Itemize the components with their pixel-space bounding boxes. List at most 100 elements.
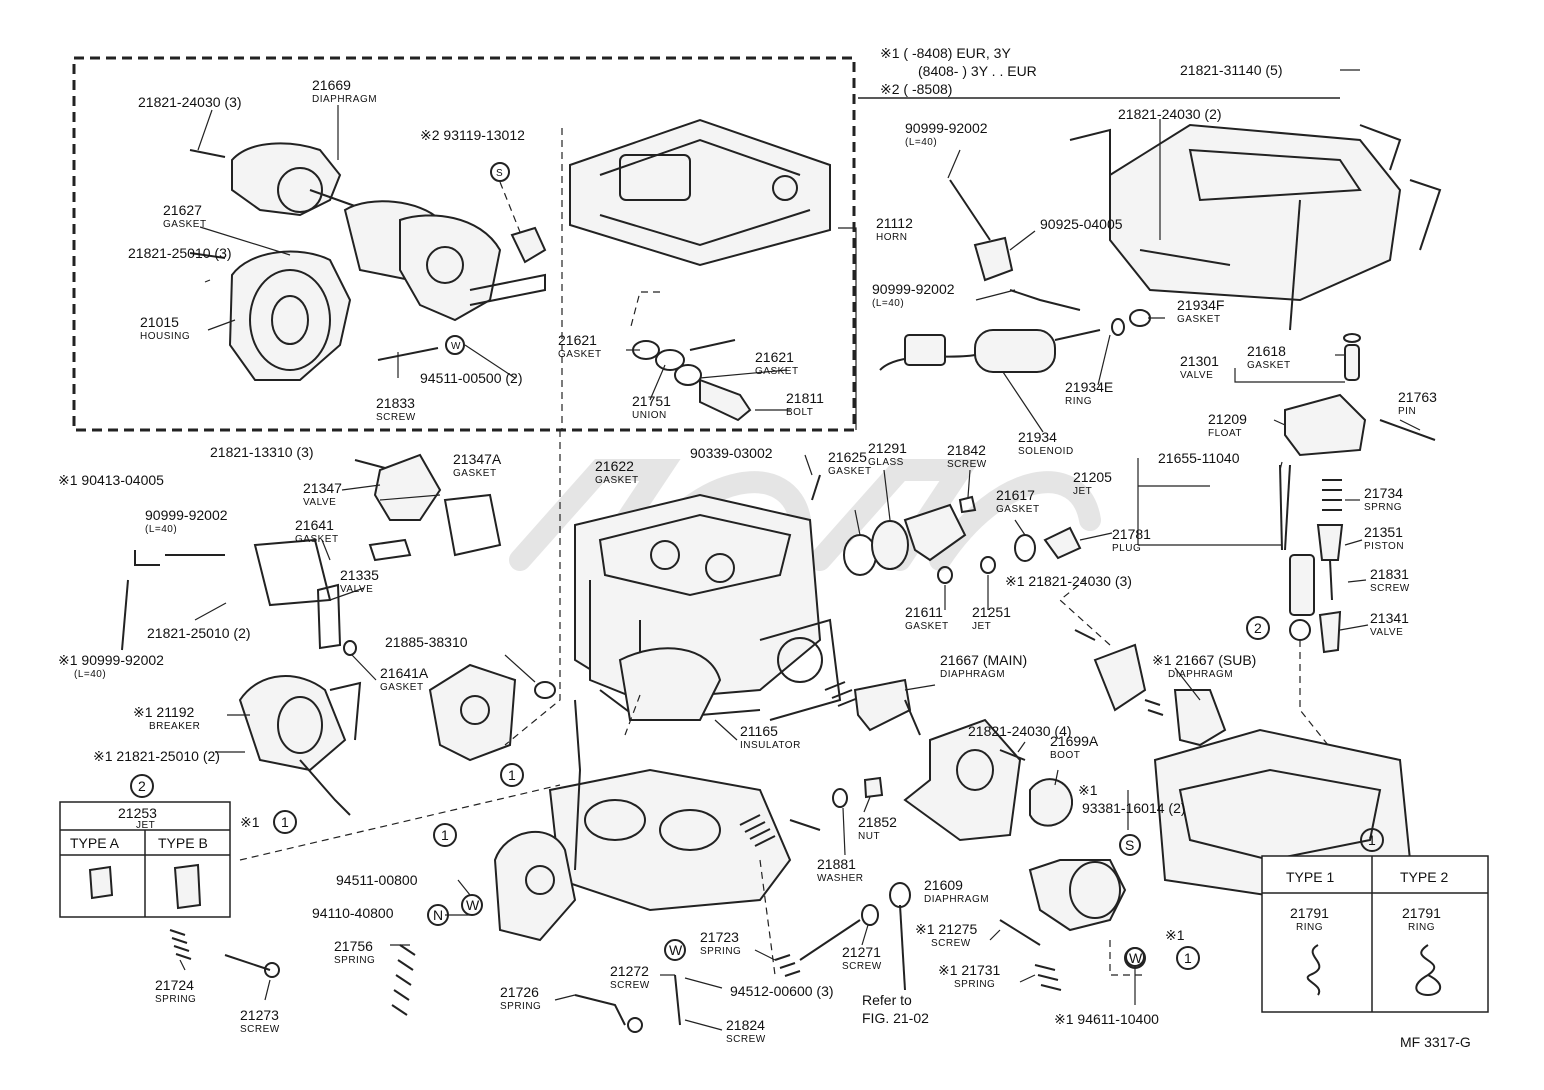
part-number: 21351: [1364, 524, 1403, 540]
part-number: 21821-25010 (3): [128, 245, 232, 261]
part-number: 21251: [972, 604, 1011, 620]
part-number: 21112: [876, 215, 913, 231]
part-number: 21831: [1370, 566, 1409, 582]
part-number: 93381-16014 (2): [1082, 800, 1186, 816]
part-name: BOLT: [786, 407, 813, 418]
part-name: SCREW: [240, 1024, 280, 1035]
part-number: ※1 21821-24030 (3): [1005, 573, 1132, 589]
assembly-frame: [72, 56, 856, 432]
dashed-guide: [759, 859, 776, 976]
part-number: 21821-25010 (2): [147, 625, 251, 641]
part-name: SPRING: [500, 1001, 541, 1012]
part-number: 90925-04005: [1040, 216, 1123, 232]
part-number: 21833: [376, 395, 415, 411]
part-name: SCREW: [726, 1034, 766, 1045]
part-name: GASKET: [905, 621, 949, 632]
part-name: GASKET: [453, 468, 497, 479]
part-name: GASKET: [595, 475, 639, 486]
part-number: 21852: [858, 814, 897, 830]
solenoid-group-drawing: [879, 179, 1151, 373]
part-label: 21821-25010 (3): [128, 245, 232, 261]
jet-type-table: 2 21253 JET TYPE A TYPE B: [59, 774, 231, 918]
part-name: SCREW: [931, 938, 971, 949]
part-number: ※1 94611-10400: [1054, 1011, 1159, 1027]
part-number: 21621: [755, 349, 794, 365]
part-number: 21723: [700, 929, 739, 945]
breaker-drawing: [238, 675, 362, 816]
part-name: NUT: [858, 831, 880, 842]
star-note-mark: ※1: [240, 814, 260, 830]
left-valve-drawing: [121, 453, 502, 656]
breaker-assembly-drawing: W S: [189, 142, 547, 381]
part-number: 21667 (MAIN): [940, 652, 1027, 668]
part-label: 90999-92002(L=40): [872, 281, 955, 309]
part-name: SCREW: [1370, 583, 1410, 594]
part-name: SCREW: [947, 459, 987, 470]
part-number: 21205: [1073, 469, 1112, 485]
middle-parts-drawing: [811, 464, 1291, 584]
marker-1: 1: [508, 767, 516, 783]
part-label: 21821-31140 (5): [1180, 62, 1282, 78]
part-name: SOLENOID: [1018, 446, 1074, 457]
part-label: ※1 21667 (SUB)DIAPHRAGM: [1152, 652, 1256, 680]
part-label: ※1 94611-10400: [1054, 1011, 1159, 1027]
part-name: (L=40): [872, 298, 904, 309]
throttle-body-drawing: [493, 699, 821, 942]
dashed-guide: [504, 430, 561, 746]
part-number: ※1 21821-25010 (2): [93, 748, 220, 764]
part-number: 21751: [632, 393, 671, 409]
part-name: DIAPHRAGM: [940, 669, 1005, 680]
part-name: SCREW: [610, 980, 650, 991]
part-name: DIAPHRAGM: [924, 894, 989, 905]
part-name: SPRING: [954, 979, 995, 990]
part-name: GASKET: [1177, 314, 1221, 325]
figure-code: MF 3317-G: [1400, 1034, 1471, 1050]
marker-1: 1: [281, 814, 289, 830]
part-name: JET: [972, 621, 991, 632]
part-number: ※1 90413-04005: [58, 472, 164, 488]
part-number: 21271: [842, 944, 881, 960]
dashed-guide: [239, 784, 561, 861]
part-name: SPRNG: [1364, 502, 1402, 513]
part-number: 21641A: [380, 665, 429, 681]
refer-line-1: Refer to: [862, 992, 912, 1008]
part-name: BOOT: [1050, 750, 1080, 761]
part-label: 94110-40800: [312, 905, 394, 921]
ring-type-2-drawing: [1415, 944, 1441, 997]
part-name: VALVE: [340, 584, 373, 595]
part-number: 21609: [924, 877, 963, 893]
part-number: 21756: [334, 938, 373, 954]
part-name: GASKET: [828, 466, 872, 477]
part-name: GASKET: [558, 349, 602, 360]
part-number: 21842: [947, 442, 986, 458]
part-label: 21655-11040: [1158, 450, 1240, 466]
part-name: PISTON: [1364, 541, 1404, 552]
part-number: 94511-00800: [336, 872, 418, 888]
part-number: 21335: [340, 567, 379, 583]
nut-mark-n: N: [433, 907, 443, 923]
washer-mark-w: W: [466, 897, 480, 913]
part-name: (L=40): [905, 137, 937, 148]
part-number: ※1 21275: [915, 921, 978, 937]
part-number: 21824: [726, 1017, 765, 1033]
part-label: ※2 93119-13012: [420, 127, 525, 143]
lower-right-diaphragm-drawing: [999, 859, 1145, 991]
